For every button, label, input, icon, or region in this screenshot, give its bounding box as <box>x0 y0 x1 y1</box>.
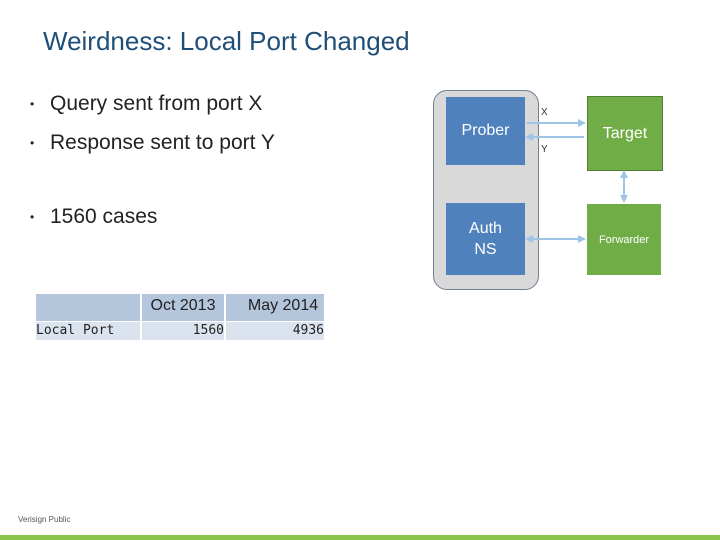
bullet-text: Query sent from port X <box>50 92 263 115</box>
bullet-glyph: • <box>30 210 35 225</box>
label-x: X <box>541 107 548 118</box>
bullet-glyph: • <box>30 97 35 112</box>
bullet-response-port: • Response sent to port Y <box>30 131 275 155</box>
table-row-label: Local Port <box>36 322 140 340</box>
target-label: Target <box>602 124 648 142</box>
auth-ns-box: Auth NS <box>446 203 525 275</box>
bullet-text: 1560 cases <box>50 205 158 228</box>
bullet-glyph: • <box>30 136 35 151</box>
table-header-cell <box>142 294 224 321</box>
prober-box: Prober <box>446 97 525 165</box>
footer-accent-bar <box>0 535 720 540</box>
forwarder-label: Forwarder <box>598 233 650 246</box>
auth-ns-label-line1: Auth <box>469 220 502 237</box>
auth-ns-label-line2: NS <box>474 241 497 258</box>
label-y: Y <box>541 144 548 155</box>
prober-label: Prober <box>461 122 510 139</box>
table-header-oct-2013: Oct 2013 <box>150 297 216 314</box>
table-cell-may-2014: 4936 <box>226 322 324 340</box>
table-header-empty-cell <box>36 294 140 321</box>
bullet-text: Response sent to port Y <box>50 131 275 154</box>
table-header-cell <box>226 294 324 321</box>
slide-title: Weirdness: Local Port Changed <box>43 26 410 56</box>
forwarder-box: Forwarder <box>587 204 661 275</box>
table-cell-oct-2013: 1560 <box>142 322 224 340</box>
footer-text: Verisign Public <box>18 515 71 524</box>
table-header-may-2014: May 2014 <box>247 297 319 314</box>
bullet-case-count: • 1560 cases <box>30 205 157 229</box>
bullet-query-port: • Query sent from port X <box>30 92 262 116</box>
